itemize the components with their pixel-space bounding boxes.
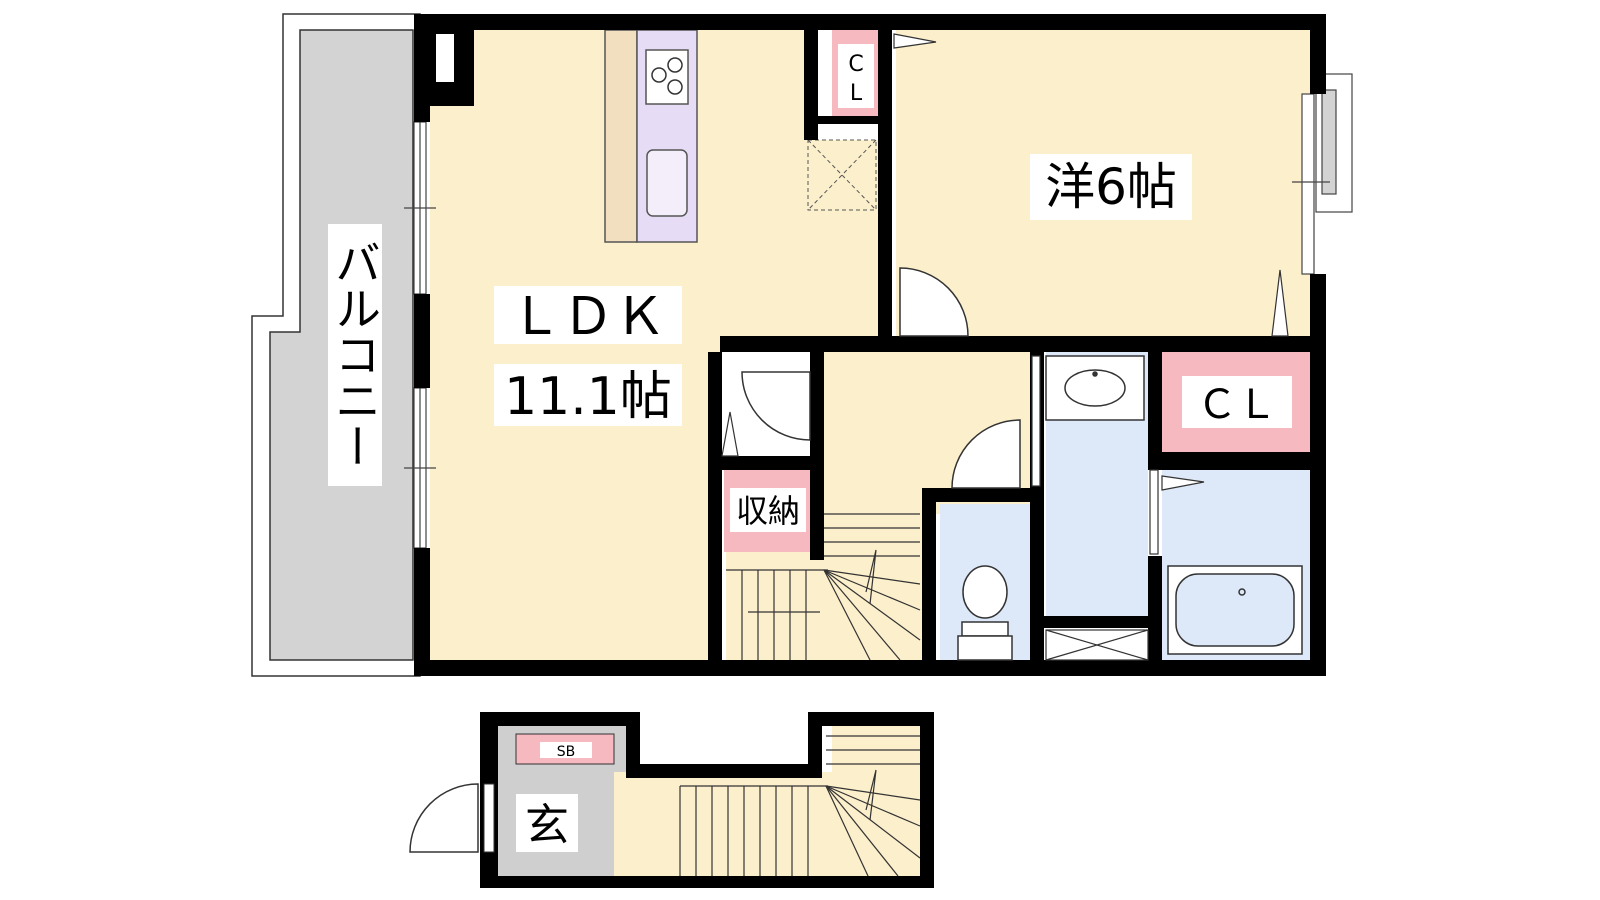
stairs-upper xyxy=(726,513,921,661)
storage-label: 収納 xyxy=(736,492,800,530)
balcony xyxy=(251,13,421,677)
toilet-icon xyxy=(957,565,1013,661)
western-room-window xyxy=(1292,73,1353,275)
stove-burner-icon xyxy=(651,67,667,83)
western-room-label: 洋6帖 xyxy=(1045,158,1177,216)
washbasin-icon xyxy=(1045,355,1145,421)
entrance-label: 玄 xyxy=(525,800,569,851)
label-backgrounds xyxy=(494,44,1292,852)
closet-large-label: ＣＬ xyxy=(1197,382,1277,428)
ldk-size-label: 11.1帖 xyxy=(504,367,672,427)
stove-burner-icon xyxy=(667,79,683,95)
balcony-label: バルコニー xyxy=(328,239,382,469)
kitchen xyxy=(604,29,698,243)
closet-small-label-l: L xyxy=(850,81,863,106)
ldk-label: ＬＤＫ xyxy=(510,287,666,347)
shoe-box-label: SB xyxy=(557,744,576,760)
walls xyxy=(414,14,1326,676)
kitchen-sink-icon xyxy=(646,149,688,217)
sliding-doors xyxy=(721,33,1289,555)
doors xyxy=(409,267,1021,853)
washer-space xyxy=(1045,629,1149,661)
bathtub-icon xyxy=(1167,565,1303,655)
balcony-window xyxy=(404,121,436,549)
refrigerator-space xyxy=(807,139,877,211)
closet-small-label-c: C xyxy=(848,52,863,77)
stove-burner-icon xyxy=(667,57,683,73)
